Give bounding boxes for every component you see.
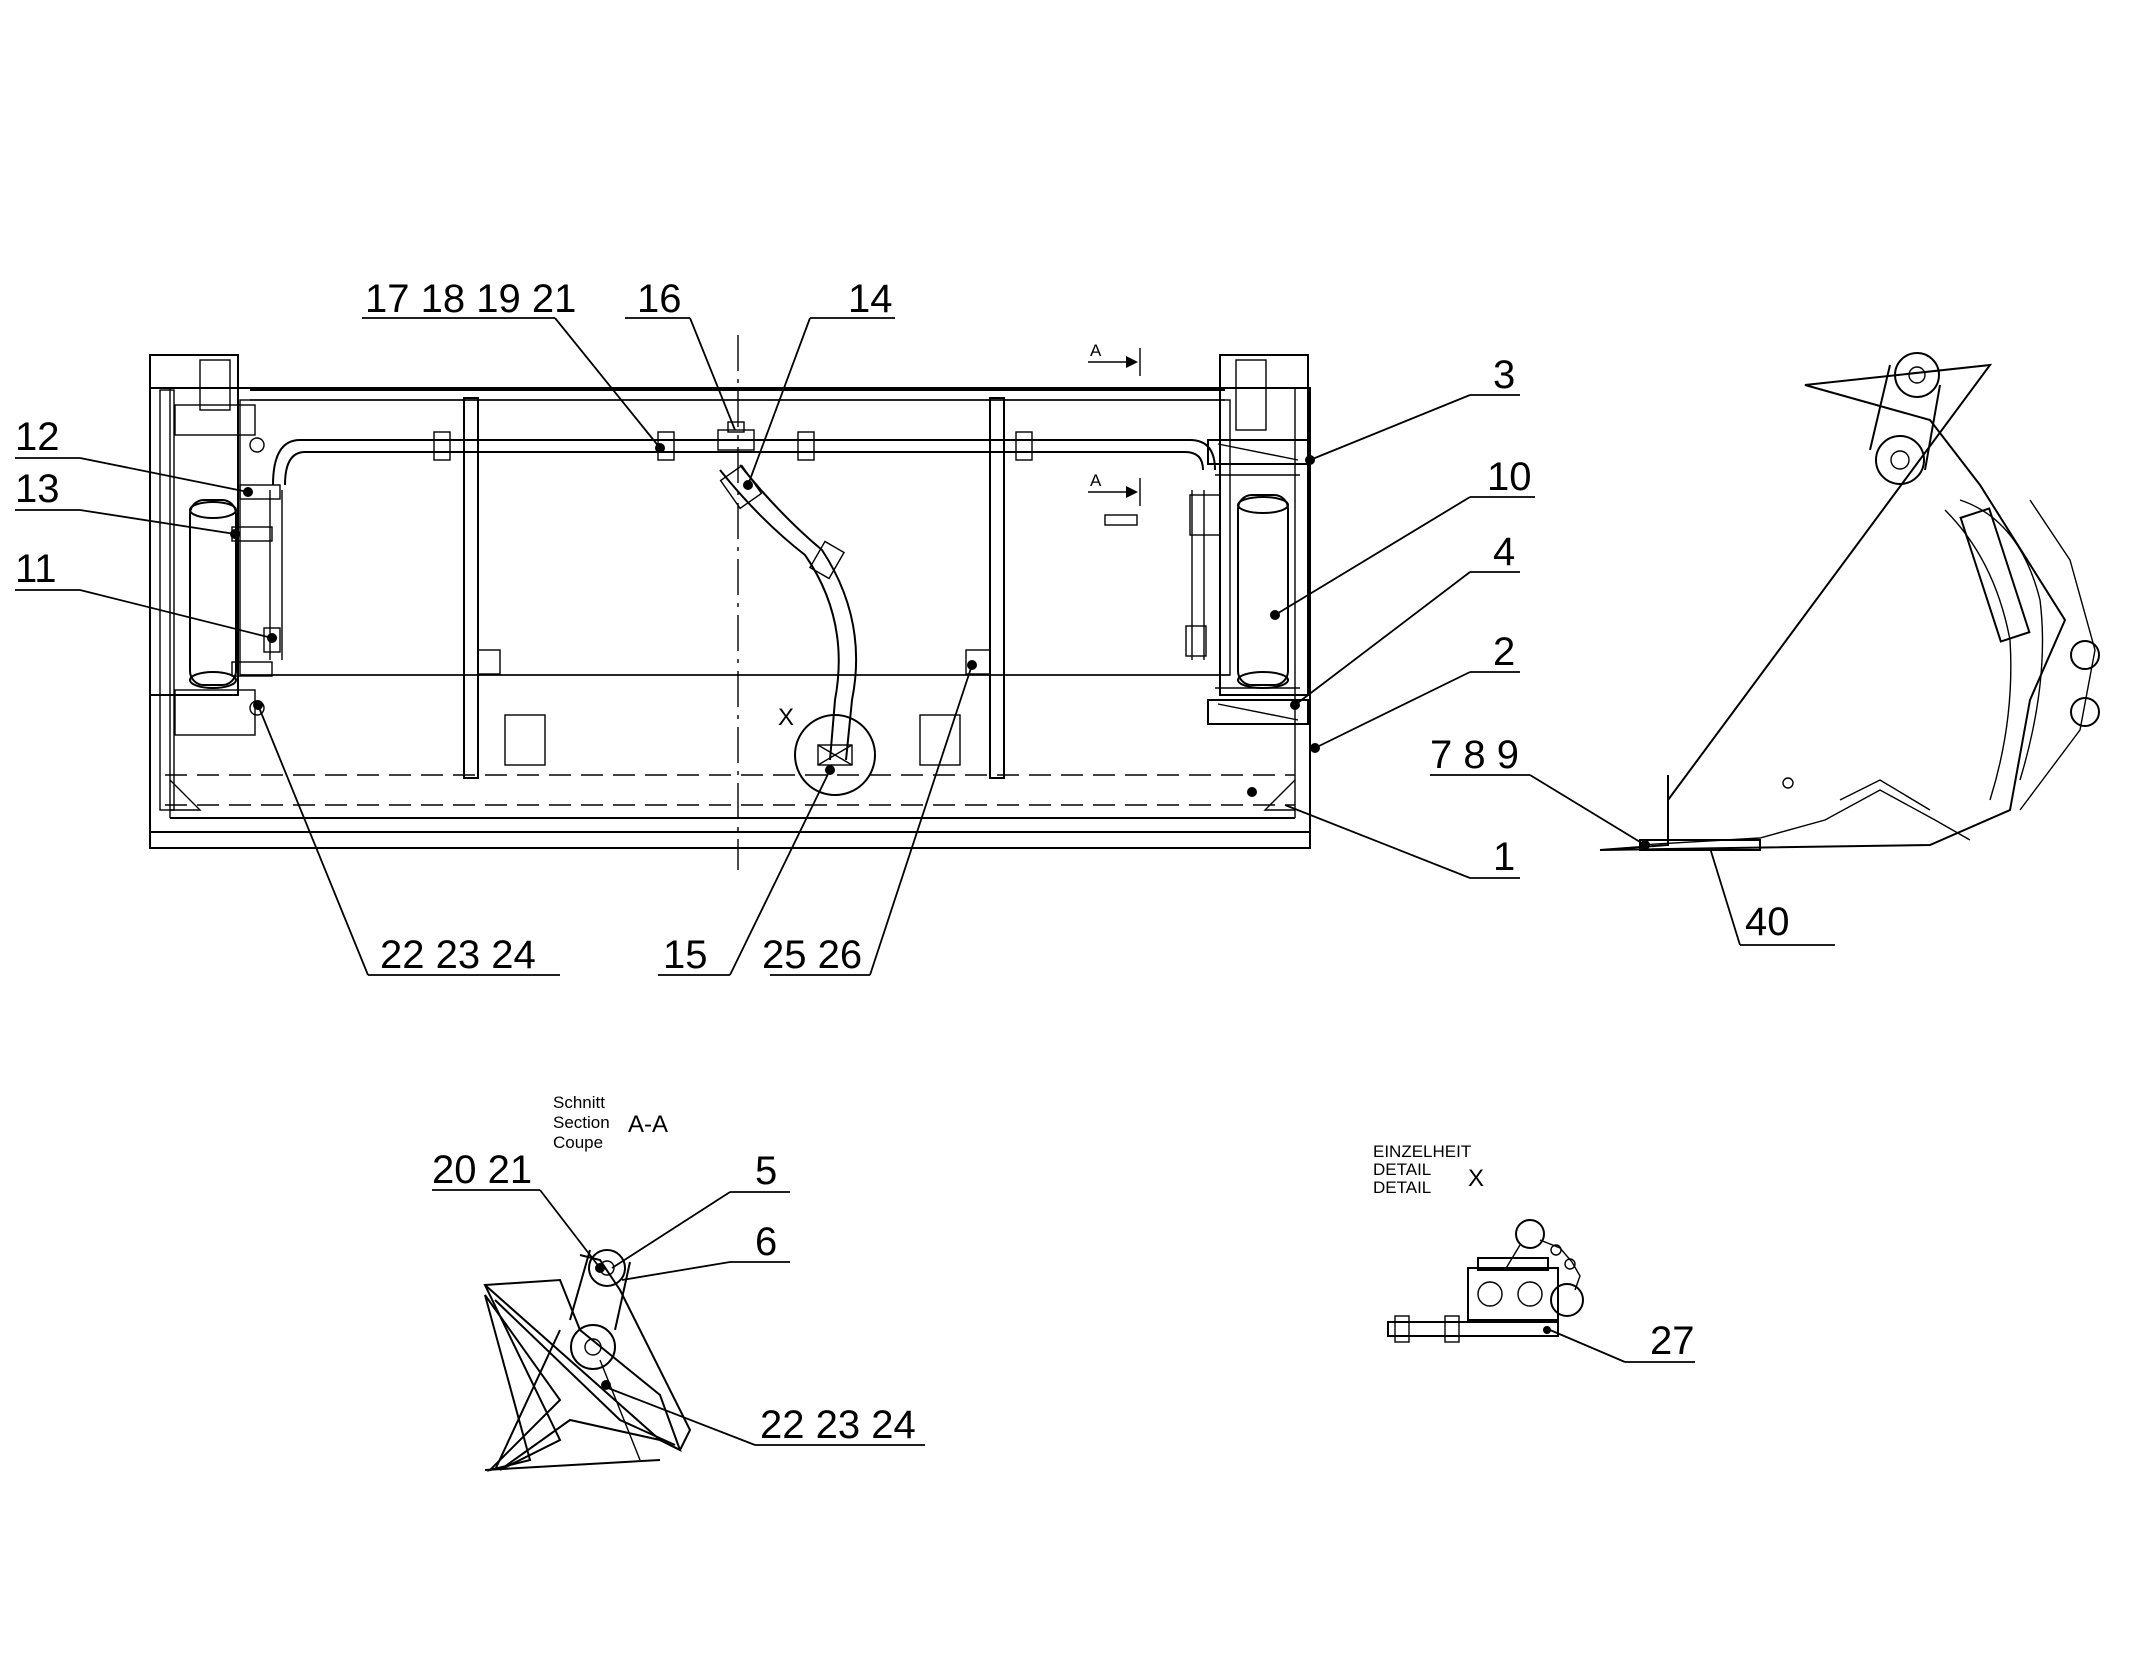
detail-title-en: DETAIL	[1373, 1160, 1431, 1179]
detail-title-de: EINZELHEIT	[1373, 1142, 1471, 1161]
callout-2: 2	[1493, 630, 1515, 674]
section-title-en: Section	[553, 1113, 610, 1132]
callout-10: 10	[1487, 455, 1532, 499]
detail-name: X	[1468, 1165, 1484, 1192]
detail-title-fr: DETAIL	[1373, 1178, 1431, 1197]
section-arrow-a-upper: A	[1088, 341, 1141, 376]
detail-title: EINZELHEIT DETAIL DETAIL X	[1373, 1142, 1484, 1197]
section-title: Schnitt Section Coupe A-A	[553, 1093, 668, 1152]
callout-12: 12	[15, 415, 60, 459]
section-a-a-view	[483, 1249, 692, 1472]
callout-5: 5	[755, 1149, 777, 1193]
callout-16: 16	[637, 277, 682, 321]
detail-marker-x: X	[778, 704, 794, 731]
callout-6: 6	[755, 1220, 777, 1264]
callout-1: 1	[1493, 835, 1515, 879]
callout-3: 3	[1493, 353, 1515, 397]
bucket-front-view: A A X	[149, 335, 1311, 870]
bucket-side-view	[1599, 352, 2100, 851]
section-title-fr: Coupe	[553, 1133, 603, 1152]
callout-22-23-24: 22 23 24	[380, 933, 536, 977]
callout-13: 13	[15, 467, 60, 511]
callout-11: 11	[15, 547, 57, 591]
callout-17-18-19-21: 17 18 19 21	[365, 277, 576, 321]
callout-14: 14	[848, 277, 893, 321]
section-marker-a: A	[1090, 341, 1102, 360]
section-name: A-A	[628, 1111, 668, 1138]
callout-20-21: 20 21	[432, 1148, 532, 1192]
callout-4: 4	[1493, 530, 1515, 574]
callout-22-23-24-section: 22 23 24	[760, 1403, 916, 1447]
leader-lines	[15, 317, 1835, 1446]
callout-25-26: 25 26	[762, 933, 862, 977]
callout-labels: 17 18 19 21 16 14 3 10 4 2 7 8 9 1 40 12…	[15, 277, 1790, 1447]
section-arrow-a-lower: A	[1088, 471, 1141, 506]
callout-7-8-9: 7 8 9	[1430, 733, 1519, 777]
section-marker-a: A	[1090, 471, 1102, 490]
callout-27: 27	[1650, 1319, 1695, 1363]
section-title-de: Schnitt	[553, 1093, 605, 1112]
callout-15: 15	[663, 933, 708, 977]
detail-x-view	[1387, 1219, 1584, 1343]
callout-40: 40	[1745, 900, 1790, 944]
